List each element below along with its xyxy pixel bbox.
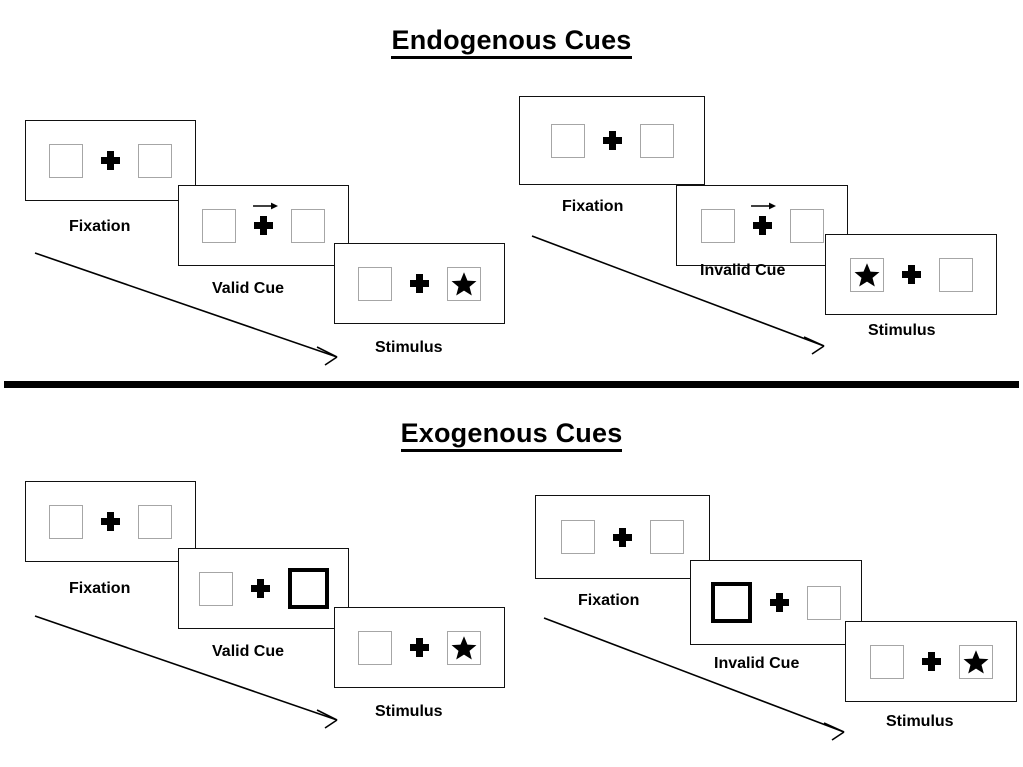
- box-right: [639, 123, 674, 158]
- box-left: [869, 644, 904, 679]
- caption-exogenous-valid-fixation: Fixation: [69, 580, 131, 597]
- panel-endogenous-invalid-cue: [676, 185, 848, 266]
- panel-exogenous-invalid-fixation: [535, 495, 710, 579]
- caption-endogenous-invalid-fixation: Fixation: [562, 198, 624, 215]
- box-right: [650, 520, 684, 554]
- fixation-plus-icon: [101, 151, 120, 170]
- caption-exogenous-valid-stimulus: Stimulus: [375, 703, 443, 720]
- box-right: [138, 504, 172, 539]
- fixation-plus-icon: [602, 131, 622, 150]
- box-left: [49, 504, 83, 539]
- caption-endogenous-invalid-cue: Invalid Cue: [700, 262, 786, 279]
- fixation-plus-icon: [770, 593, 789, 612]
- cue-arrow-right-icon: [751, 202, 777, 210]
- caption-exogenous-valid-cue: Valid Cue: [212, 643, 285, 660]
- caption-exogenous-invalid-stimulus: Stimulus: [886, 713, 954, 730]
- caption-exogenous-invalid-fixation: Fixation: [578, 592, 640, 609]
- panel-endogenous-valid-cue: [178, 185, 349, 266]
- star-icon: [451, 271, 477, 295]
- star-icon: [451, 635, 477, 659]
- fixation-plus-icon: [901, 265, 921, 284]
- panel-exogenous-invalid-cue: [690, 560, 862, 645]
- panel-exogenous-invalid-stimulus: [845, 621, 1017, 702]
- box-left-cue-highlight: [711, 582, 752, 623]
- caption-endogenous-valid-fixation: Fixation: [69, 218, 131, 235]
- box-left: [358, 266, 392, 301]
- box-left: [700, 208, 735, 243]
- fixation-plus-icon: [751, 202, 777, 235]
- cue-arrow-right-icon: [252, 202, 278, 210]
- section-title-endogenous: Endogenous Cues: [0, 25, 1023, 59]
- section-title-exogenous-text: Exogenous Cues: [400, 418, 623, 452]
- box-left: [358, 630, 392, 665]
- star-icon: [854, 262, 879, 286]
- box-right: [291, 208, 325, 243]
- section-divider: [4, 381, 1019, 388]
- box-left: [198, 571, 233, 606]
- box-right-cue-highlight: [287, 568, 329, 609]
- box-right-with-star: [958, 644, 993, 679]
- fixation-plus-icon: [613, 527, 632, 547]
- box-left: [561, 520, 595, 554]
- caption-endogenous-invalid-stimulus: Stimulus: [868, 322, 936, 339]
- box-right: [938, 257, 973, 292]
- panel-exogenous-valid-cue: [178, 548, 349, 629]
- box-left-with-star: [849, 257, 884, 292]
- box-right: [807, 585, 841, 620]
- box-right: [138, 143, 172, 178]
- section-title-endogenous-text: Endogenous Cues: [391, 25, 632, 59]
- panel-endogenous-invalid-stimulus: [825, 234, 997, 315]
- caption-endogenous-valid-cue: Valid Cue: [212, 280, 285, 297]
- box-right-with-star: [447, 266, 481, 301]
- fixation-plus-icon: [921, 652, 941, 671]
- fixation-plus-icon: [410, 274, 429, 293]
- fixation-plus-icon: [252, 202, 278, 235]
- caption-exogenous-invalid-cue: Invalid Cue: [714, 655, 800, 672]
- panel-endogenous-invalid-fixation: [519, 96, 705, 185]
- fixation-plus-icon: [410, 638, 429, 657]
- box-left: [202, 208, 236, 243]
- panel-endogenous-valid-fixation: [25, 120, 196, 201]
- star-icon: [963, 649, 988, 673]
- box-left: [49, 143, 83, 178]
- fixation-plus-icon: [101, 512, 120, 531]
- box-right-with-star: [447, 630, 481, 665]
- panel-endogenous-valid-stimulus: [334, 243, 505, 324]
- panel-exogenous-valid-fixation: [25, 481, 196, 562]
- box-left: [550, 123, 585, 158]
- box-right: [789, 208, 824, 243]
- caption-endogenous-valid-stimulus: Stimulus: [375, 339, 443, 356]
- section-title-exogenous: Exogenous Cues: [0, 418, 1023, 452]
- panel-exogenous-valid-stimulus: [334, 607, 505, 688]
- fixation-plus-icon: [250, 579, 270, 598]
